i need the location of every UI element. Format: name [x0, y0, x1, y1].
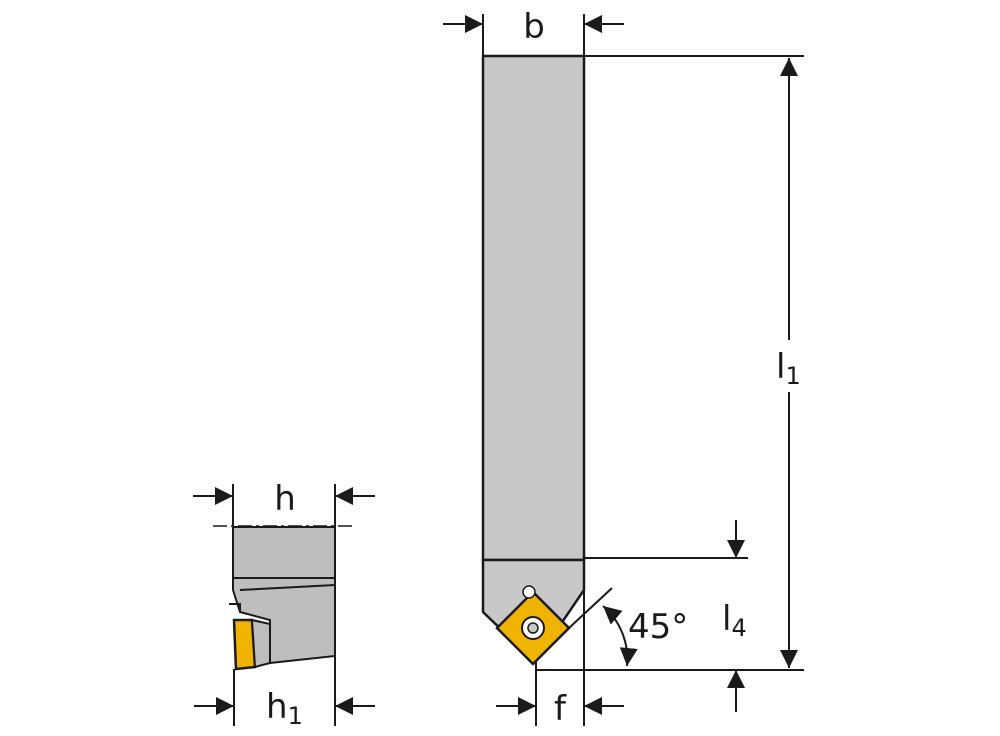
dimension-h1: h1 [194, 656, 375, 730]
label-angle: 45° [628, 607, 688, 647]
dimension-h: h [193, 479, 375, 527]
label-h: h [274, 479, 296, 519]
holder-shank [481, 54, 586, 562]
label-f: f [554, 689, 567, 729]
label-h1: h1 [266, 687, 303, 730]
dimension-l1: l1 [536, 55, 804, 671]
dimension-f: f [496, 590, 624, 729]
label-l4: l4 [722, 599, 747, 642]
holder-top-view [481, 54, 586, 666]
label-l1: l1 [776, 347, 801, 390]
dimension-l4: l4 [584, 520, 748, 712]
label-b: b [523, 7, 545, 47]
holder-side-view [229, 526, 336, 671]
dimension-angle: 45° [568, 587, 688, 667]
cutting-insert [495, 585, 571, 666]
dimension-b: b [443, 7, 624, 56]
